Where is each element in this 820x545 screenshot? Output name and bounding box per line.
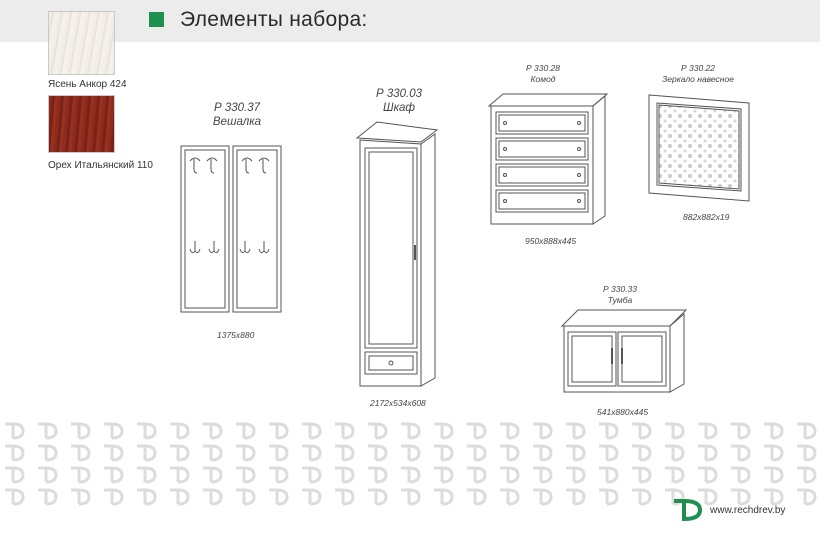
header-bar: Элементы набора: bbox=[0, 0, 820, 42]
swatch-ash bbox=[49, 12, 114, 74]
mirror-drawing bbox=[648, 94, 750, 202]
swatch-ash-label: Ясень Анкор 424 bbox=[48, 79, 127, 90]
cabinet-drawing bbox=[560, 309, 688, 393]
brand-pattern-background bbox=[0, 420, 820, 510]
company-logo-icon bbox=[674, 499, 703, 521]
header-bullet-icon bbox=[149, 12, 164, 27]
swatch-walnut-label: Орех Итальянский 110 bbox=[48, 160, 153, 171]
hanger-name: Вешалка bbox=[212, 116, 262, 128]
mirror-dims: 882x882x19 bbox=[683, 212, 730, 222]
wardrobe-name: Шкаф bbox=[382, 102, 416, 114]
mirror-code: Р 330.22 bbox=[680, 63, 716, 73]
hanger-drawing bbox=[180, 145, 282, 313]
hanger-dims: 1375x880 bbox=[217, 330, 255, 340]
swatch-walnut bbox=[49, 96, 114, 152]
cabinet-code: Р 330.33 bbox=[602, 284, 638, 294]
page-title: Элементы набора: bbox=[180, 8, 368, 31]
dresser-code: Р 330.28 bbox=[525, 63, 561, 73]
dresser-name: Комод bbox=[530, 74, 556, 84]
cabinet-name: Тумба bbox=[607, 295, 633, 305]
cabinet-dims: 541x880x445 bbox=[597, 407, 649, 417]
wardrobe-code: Р 330.03 bbox=[375, 88, 423, 100]
footer-url: www.rechdrev.by bbox=[710, 505, 786, 516]
wardrobe-dims: 2172x534x608 bbox=[370, 398, 426, 408]
dresser-dims: 950x888x445 bbox=[525, 236, 577, 246]
dresser-drawing bbox=[487, 93, 609, 225]
wardrobe-drawing bbox=[355, 121, 439, 387]
mirror-name: Зеркало навесное bbox=[662, 74, 734, 84]
hanger-code: Р 330.37 bbox=[213, 102, 261, 114]
